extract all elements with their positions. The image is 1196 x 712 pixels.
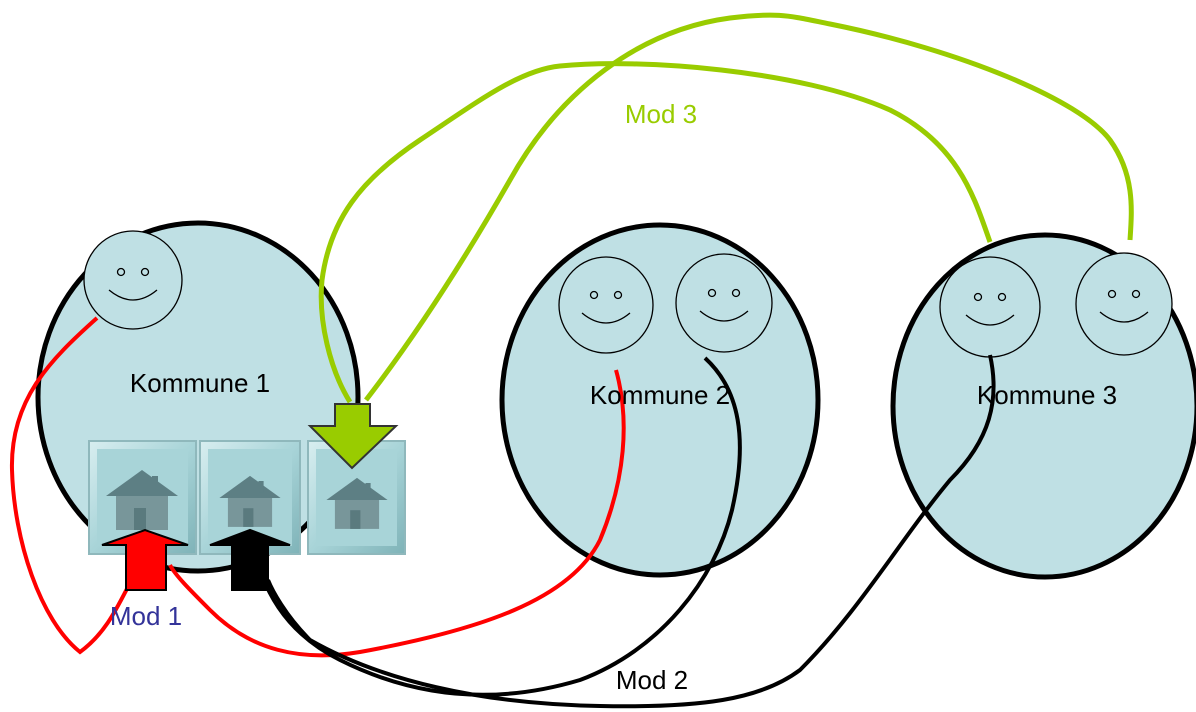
smiley-face-icon	[1075, 252, 1173, 356]
smiley-face-icon	[939, 256, 1041, 358]
mod-2-label: Mod 2	[616, 665, 688, 695]
house-tile-2	[199, 440, 301, 555]
mod-3-label: Mod 3	[625, 99, 697, 129]
kommune-2-label: Kommune 2	[590, 380, 730, 410]
arrow-down-icon	[307, 403, 399, 470]
smiley-face-icon	[83, 230, 183, 330]
arrow-up-icon	[209, 528, 291, 591]
arrow-up-icon	[101, 528, 189, 591]
mod-2-connector-line	[266, 354, 996, 709]
mod-3-connector-line	[318, 61, 993, 404]
mod-1-connector-line	[9, 316, 140, 655]
mod-2-connector-line	[260, 356, 742, 697]
mod-1-label: Mod 1	[110, 601, 182, 631]
mod-1-connector-line	[168, 369, 626, 658]
kommune-1-label: Kommune 1	[130, 368, 270, 398]
mod-3-connector-line	[364, 12, 1134, 402]
kommune-3-label: Kommune 3	[977, 380, 1117, 410]
smiley-face-icon	[558, 256, 654, 354]
smiley-face-icon	[675, 253, 773, 353]
